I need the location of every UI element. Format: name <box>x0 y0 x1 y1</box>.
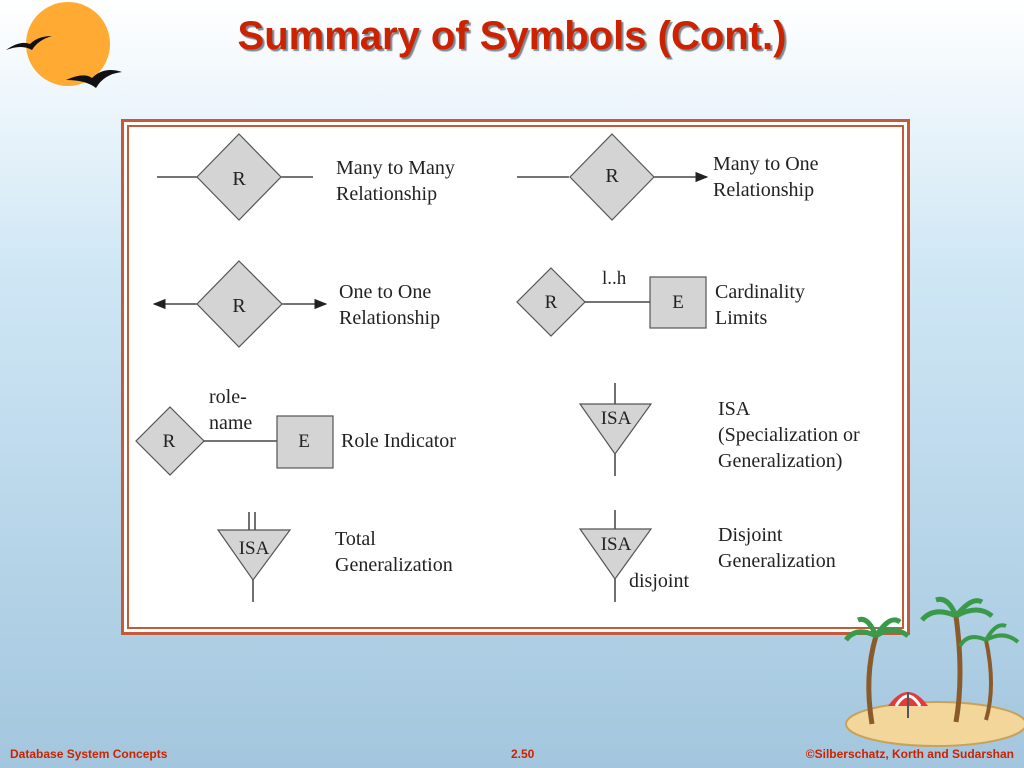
entity-label: E <box>672 292 684 313</box>
role-name-label-1: role- <box>209 386 247 408</box>
sun-icon <box>26 2 110 86</box>
isa-label: ISA <box>601 408 632 429</box>
disjoint-generalization-caption-1: Disjoint <box>718 524 783 546</box>
many-to-many-symbol: R Many to Many Relationship <box>157 133 455 221</box>
symbols-diagram: R Many to Many Relationship R Many to On… <box>121 119 910 635</box>
bird-icon <box>66 70 122 88</box>
relationship-diamond <box>569 133 655 221</box>
relationship-diamond <box>196 260 283 348</box>
entity-box <box>649 276 707 329</box>
isa-label: ISA <box>601 534 632 555</box>
disjoint-label: disjoint <box>629 570 689 592</box>
diamond-label: R <box>545 292 558 313</box>
one-to-one-caption-1: One to One <box>339 281 431 303</box>
footer-copyright: ©Silberschatz, Korth and Sudarshan <box>805 747 1014 761</box>
isa-caption-2: (Specialization or <box>718 424 860 446</box>
one-to-one-caption-2: Relationship <box>339 307 440 329</box>
isa-triangle <box>578 528 653 581</box>
entity-box <box>276 415 334 469</box>
disjoint-generalization-caption-2: Generalization <box>718 550 836 572</box>
footer-course-name: Database System Concepts <box>10 747 168 761</box>
isa-label: ISA <box>239 538 270 559</box>
slide-title: Summary of Symbols (Cont.) <box>237 14 787 58</box>
many-to-many-caption-2: Relationship <box>336 183 437 205</box>
role-indicator-caption: Role Indicator <box>341 430 456 452</box>
diamond-label: R <box>605 165 619 187</box>
many-to-one-caption-1: Many to One <box>713 153 819 175</box>
isa-caption-3: Generalization) <box>718 450 842 472</box>
entity-label: E <box>298 431 310 452</box>
cardinality-label: l..h <box>602 268 627 289</box>
diamond-label: R <box>232 295 246 317</box>
footer-slide-number: 2.50 <box>511 747 535 761</box>
total-generalization-caption-1: Total <box>335 528 376 550</box>
total-generalization-symbol: ISA Total Generalization <box>216 512 453 602</box>
isa-triangle <box>216 529 292 582</box>
bird-icon <box>6 36 52 50</box>
isa-symbol: ISA ISA (Specialization or Generalizatio… <box>578 383 860 476</box>
diamond-label: R <box>232 168 246 190</box>
isa-triangle <box>578 403 653 456</box>
many-to-many-caption-1: Many to Many <box>336 157 455 179</box>
disjoint-generalization-symbol: ISA disjoint Disjoint Generalization <box>578 510 836 602</box>
total-generalization-caption-2: Generalization <box>335 554 453 576</box>
relationship-diamond <box>196 133 282 221</box>
cardinality-caption-2: Limits <box>715 307 767 329</box>
relationship-diamond <box>516 267 586 337</box>
many-to-one-symbol: R Many to One Relationship <box>517 133 819 221</box>
role-name-label-2: name <box>209 412 252 434</box>
role-indicator-symbol: R role- name E Role Indicator <box>135 386 456 476</box>
one-to-one-symbol: R One to One Relationship <box>152 260 440 348</box>
sun-birds-logo <box>6 2 122 88</box>
cardinality-caption-1: Cardinality <box>715 281 805 303</box>
many-to-one-caption-2: Relationship <box>713 179 814 201</box>
cardinality-limits-symbol: R l..h E Cardinality Limits <box>516 267 805 337</box>
island-palm-trees-image <box>843 596 1024 747</box>
relationship-diamond <box>135 406 205 476</box>
isa-caption-1: ISA <box>718 398 751 420</box>
diamond-label: R <box>163 431 176 452</box>
